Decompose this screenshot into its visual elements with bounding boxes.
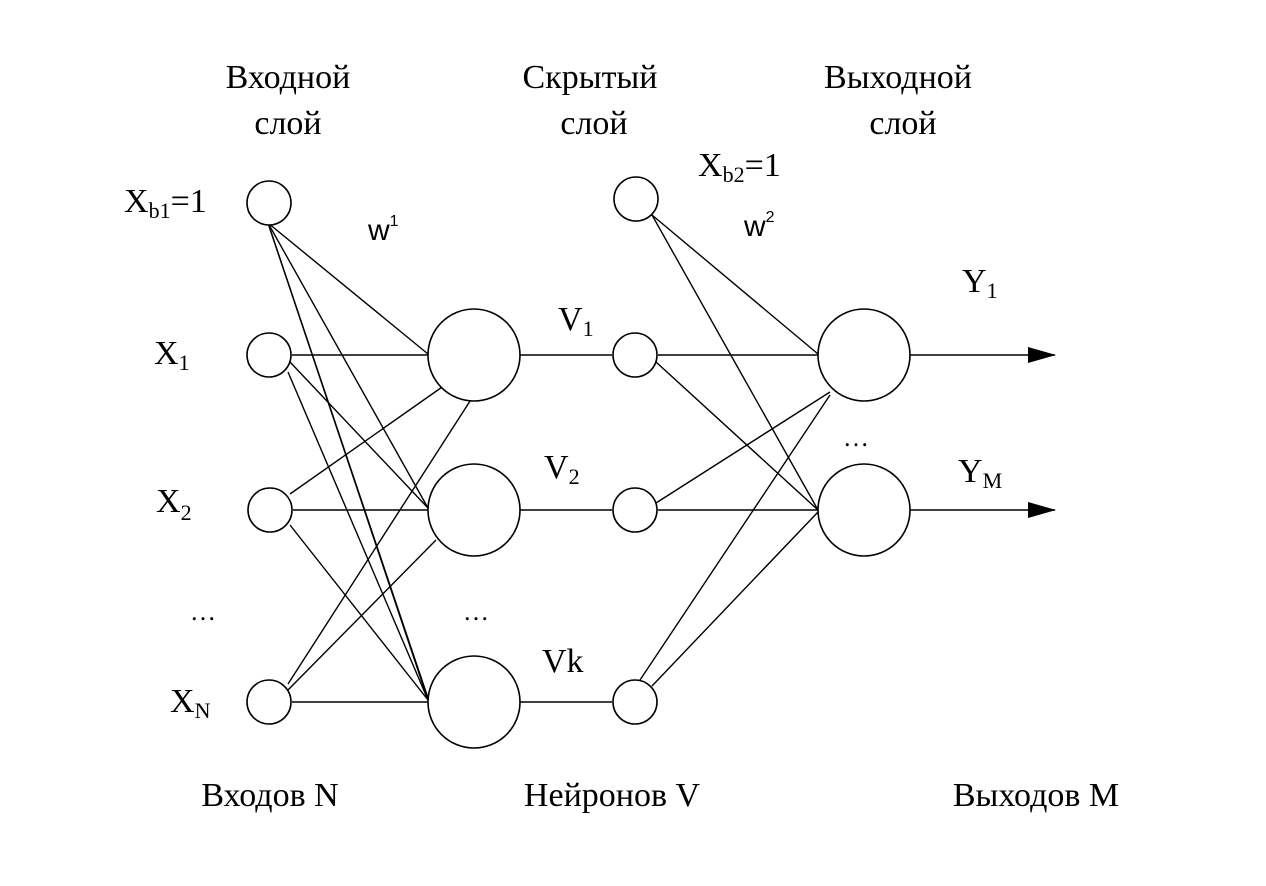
edge-vk-ym: [651, 511, 819, 687]
edge-xb1-h3b: [267, 222, 429, 699]
output-neurons: [817, 308, 911, 557]
input-bias-node: [246, 180, 292, 226]
edge-x2-h3: [289, 524, 429, 701]
input-node-xn: [246, 679, 292, 725]
label-ym: YM: [958, 453, 1002, 493]
edge-xb1-h2: [267, 222, 429, 509]
edge-vk-y1: [639, 394, 831, 681]
footer-output: Выходов M: [953, 777, 1119, 814]
header-output-line1: Выходной: [824, 59, 972, 96]
edge-xb2-y1: [651, 214, 819, 355]
input-node-x1: [246, 332, 292, 378]
output-neuron-1: [817, 308, 911, 402]
edge-x2-h1: [289, 384, 446, 495]
edge-xn-h1: [287, 397, 473, 685]
output-neuron-m: [817, 463, 911, 557]
label-v1: V1: [558, 301, 594, 341]
ellipsis-input: …: [190, 597, 216, 626]
hidden-neurons: [427, 308, 521, 749]
input-to-hidden-connections: [267, 222, 473, 703]
ellipsis-hidden: …: [463, 597, 489, 626]
hidden-bias-node: [613, 176, 659, 222]
label-xn: XN: [170, 683, 211, 723]
header-input-line2: слой: [254, 105, 321, 142]
header-output-line2: слой: [869, 105, 936, 142]
edge-x1-h2: [289, 361, 429, 509]
hidden-neuron-k: [427, 655, 521, 749]
hidden-node-v2: [612, 487, 658, 533]
hidden-node-vk: [612, 679, 658, 725]
edge-x1-h3: [287, 371, 429, 701]
header-hidden-line2: слой: [560, 105, 627, 142]
hidden-node-v1: [612, 332, 658, 378]
label-input-bias: Xb1=1: [124, 183, 207, 223]
edge-v1-ym: [655, 361, 819, 511]
label-w2: w2: [743, 209, 775, 243]
output-arrows: [910, 347, 1056, 518]
edge-xn-h2: [287, 539, 437, 691]
hidden-neuron-1: [427, 308, 521, 402]
label-x1: X1: [154, 335, 190, 375]
edge-xb1-h1: [267, 222, 429, 355]
label-w1: w1: [367, 213, 399, 247]
input-layer-nodes: [246, 180, 293, 725]
header-input-line1: Входной: [226, 59, 351, 96]
footer-hidden: Нейронов V: [524, 777, 701, 814]
label-v2: V2: [544, 449, 580, 489]
hidden-output-nodes: [612, 176, 659, 725]
header-hidden-line1: Скрытый: [523, 59, 658, 96]
input-node-x2: [247, 487, 293, 533]
label-y1: Y1: [962, 263, 998, 303]
label-x2: X2: [156, 483, 192, 525]
hidden-neuron-2: [427, 463, 521, 557]
label-hidden-bias: Xb2=1: [698, 147, 781, 187]
footer-input: Входов N: [201, 777, 338, 814]
label-vk: Vk: [542, 643, 584, 680]
ellipsis-output: …: [843, 423, 869, 452]
edge-v2-y1: [655, 391, 831, 504]
edge-xb2-ym: [651, 214, 819, 511]
hidden-to-output-connections: [520, 214, 831, 703]
